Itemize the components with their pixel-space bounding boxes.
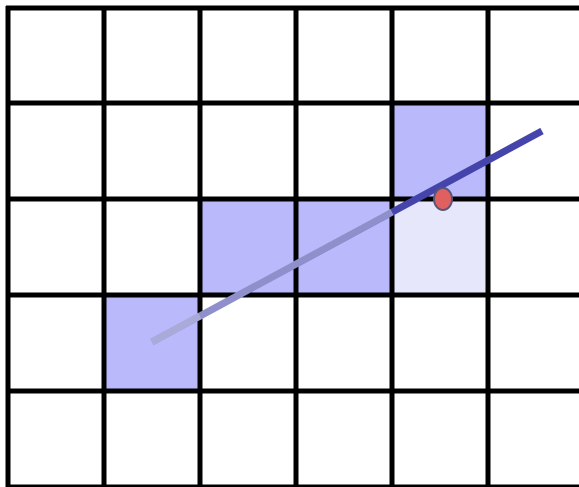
ray-line [150, 127, 544, 346]
highlighted-cell-2-2 [199, 198, 297, 296]
ray-faded-segment-2 [198, 208, 394, 320]
point-layer [433, 187, 453, 211]
ray-faded-segment-1 [150, 312, 202, 346]
ray-layer [150, 127, 544, 346]
highlighted-cell-1-3 [103, 294, 201, 392]
highlighted-cell-3-2 [295, 198, 393, 296]
intersection-point [433, 187, 453, 211]
grid-lines [5, 5, 579, 487]
highlighted-cell-4-2 [391, 198, 489, 296]
